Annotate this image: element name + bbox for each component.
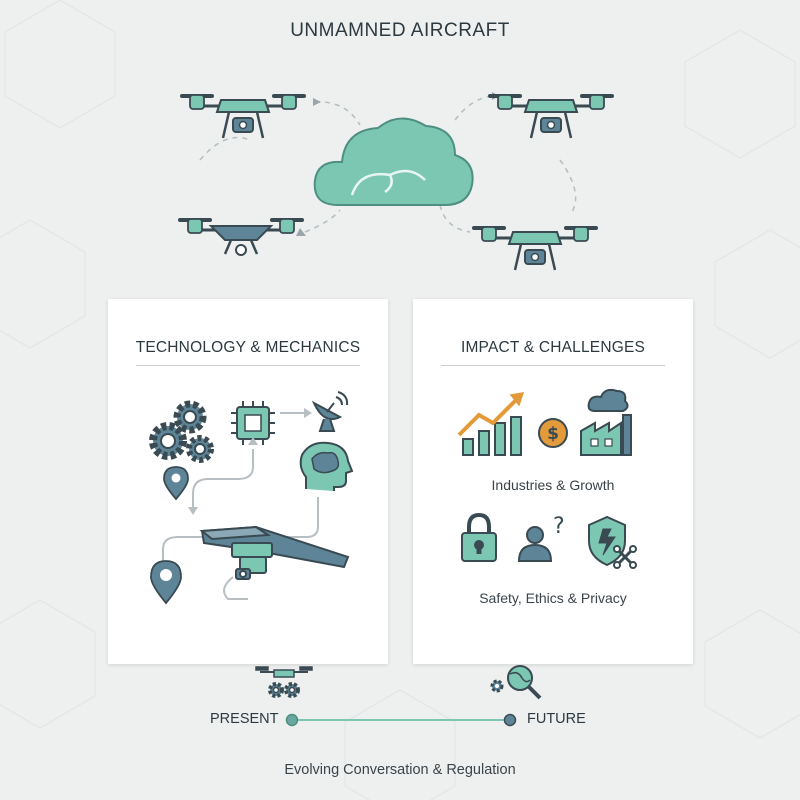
lock-icon bbox=[461, 512, 497, 562]
impact-illustration: $ ? bbox=[457, 388, 637, 569]
fixed-wing-drone-icon bbox=[199, 525, 350, 580]
drone-network-diagram bbox=[0, 92, 800, 290]
technology-panel-title: TECHNOLOGY & MECHANICS bbox=[135, 339, 361, 356]
timeline-present-label: PRESENT bbox=[210, 711, 279, 727]
cloud-icon bbox=[313, 117, 474, 206]
small-drone-icon bbox=[255, 666, 313, 678]
technology-panel: TECHNOLOGY & MECHANICS bbox=[108, 299, 388, 664]
panel-divider bbox=[136, 365, 360, 366]
satellite-dish-icon bbox=[311, 391, 349, 432]
person-question-icon: ? bbox=[517, 514, 565, 562]
drone-icon-bottom-left bbox=[178, 218, 304, 255]
drone-icon-top-right bbox=[488, 94, 614, 138]
timeline bbox=[255, 665, 542, 727]
drone-icon-top-left bbox=[180, 94, 306, 138]
svg-text:?: ? bbox=[553, 514, 565, 539]
page-title: UNMAMNED AIRCRAFT bbox=[290, 20, 510, 41]
safety-caption: Safety, Ethics & Privacy bbox=[479, 590, 627, 606]
technology-illustration bbox=[149, 391, 354, 605]
location-pin-icon bbox=[163, 466, 189, 501]
small-gear-icon bbox=[490, 679, 504, 693]
timeline-future-label: FUTURE bbox=[527, 711, 586, 727]
industries-caption: Industries & Growth bbox=[491, 477, 615, 493]
panel-divider bbox=[441, 365, 665, 366]
ai-brain-icon bbox=[299, 441, 354, 491]
security-shield-icon bbox=[588, 515, 637, 569]
drone-icon-bottom-right bbox=[472, 226, 598, 270]
impact-panel: IMPACT & CHALLENGES $ bbox=[413, 299, 693, 664]
gears-icon bbox=[149, 400, 214, 463]
drone-cross-icon bbox=[613, 545, 637, 569]
globe-magnifier-icon bbox=[507, 665, 542, 700]
timeline-end-dot bbox=[503, 713, 517, 727]
small-gears-icon bbox=[268, 682, 300, 698]
footer-caption: Evolving Conversation & Regulation bbox=[284, 762, 516, 778]
dollar-coin-icon: $ bbox=[538, 418, 568, 448]
location-pin-icon-large bbox=[150, 560, 182, 605]
growth-chart-icon bbox=[457, 392, 525, 456]
svg-text:$: $ bbox=[547, 424, 559, 444]
impact-panel-title: IMPACT & CHALLENGES bbox=[460, 339, 646, 356]
timeline-start-dot bbox=[285, 713, 299, 727]
factory-icon bbox=[580, 388, 632, 456]
